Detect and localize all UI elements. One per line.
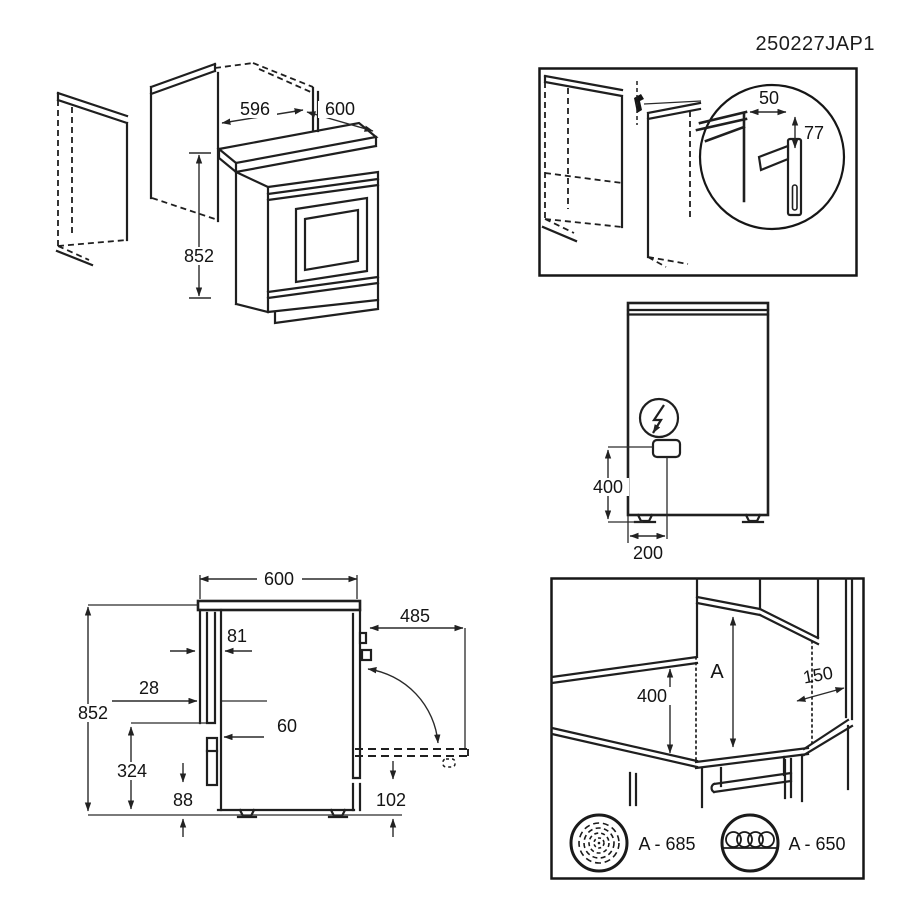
back-cabinet (214, 62, 320, 133)
left-cabinet (55, 91, 129, 267)
door-handle (360, 648, 373, 662)
right-cabinet (646, 101, 702, 268)
rear-lower-box (205, 736, 219, 787)
dim-side-height: 852 (78, 703, 108, 723)
dim-rear-top-gap: 81 (227, 626, 247, 646)
dim-bracket-height: 77 (804, 123, 824, 143)
coil-hob-icon (720, 813, 780, 873)
rear-duct (205, 611, 217, 725)
cooker-top (694, 746, 810, 770)
dim-door-bottom-clearance: 102 (376, 790, 406, 810)
open-door-handle (442, 758, 456, 768)
panel-clearance-view: 400 A 150 A - 685 A (550, 577, 865, 880)
oven-door-side (351, 608, 362, 812)
doc-code: 250227JAP1 (755, 33, 875, 55)
door-swing-arc (367, 667, 441, 744)
kitchen-scene (550, 577, 854, 809)
anti-tip-bracket (757, 137, 803, 217)
plinth (273, 298, 380, 325)
dim-hood-clearance: A (710, 661, 724, 683)
oven-door-window (294, 196, 369, 284)
drawer-front (266, 275, 380, 300)
dim-rear-bottom-clearance: 88 (173, 790, 193, 810)
dim-worktop-to-cabinet: 400 (637, 686, 667, 706)
anti-tip-bracket-marker (634, 81, 702, 125)
panel-iso-overview: 596 600 852 (45, 60, 465, 350)
electrical-connection-icon (638, 397, 680, 439)
dim-cooker-width: 600 (325, 99, 355, 119)
dim-cutout-width: 596 (240, 99, 270, 119)
radiant-hob-icon (569, 813, 629, 873)
open-door-outline (355, 748, 469, 757)
terminal-box (651, 438, 682, 459)
cooker-side-view (196, 599, 373, 819)
dim-rear-mid-gap: 28 (139, 678, 159, 698)
dim-depth: 600 (264, 569, 294, 589)
adjacent-cabinet (149, 62, 220, 223)
feet (236, 808, 349, 819)
legend-radiant-label: A - 685 (638, 834, 695, 854)
dim-rear-duct-height: 324 (117, 761, 147, 781)
panel-rear-view: 400 200 (585, 295, 820, 575)
dim-terminal-height: 400 (593, 477, 623, 497)
rear-top-rail (626, 308, 770, 316)
left-cabinet (541, 74, 624, 243)
legend-coil-label: A - 650 (788, 834, 845, 854)
dim-open-door-depth: 485 (400, 606, 430, 626)
dim-bracket-offset: 50 (759, 88, 779, 108)
cooker-isometric (216, 121, 380, 325)
panel-side-view: 600 852 324 81 28 60 88 102 (70, 565, 480, 885)
cooktop (196, 599, 362, 612)
dim-terminal-offset: 200 (633, 543, 663, 563)
feet (633, 513, 765, 524)
dim-height: 852 (184, 246, 214, 266)
dim-rear-lower-gap: 60 (277, 716, 297, 736)
panel-bracket-detail: 50 77 (538, 67, 858, 277)
magnifier-circle: 50 77 (695, 83, 846, 231)
